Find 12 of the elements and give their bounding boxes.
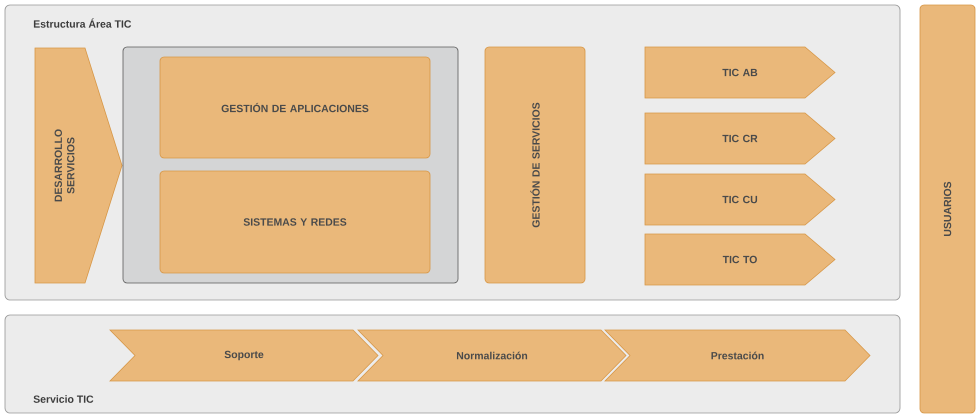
arrow-box: DESARROLLO SERVICIOS xyxy=(34,48,122,284)
arrow-box: TIC CU xyxy=(644,174,836,226)
process-box: GESTIÓN DE APLICACIONES xyxy=(160,56,430,158)
process-box: GESTIÓN DE SERVICIOS xyxy=(484,46,586,284)
process-box: SISTEMAS Y REDES xyxy=(160,170,430,274)
arrow-box: TIC TO xyxy=(644,234,836,286)
chevron-box: Normalización xyxy=(357,330,627,382)
process-box: USUARIOS xyxy=(920,4,976,414)
arrow-box: TIC AB xyxy=(644,46,836,98)
arrow-box: TIC CR xyxy=(644,112,836,164)
chevron-box: Soporte xyxy=(109,330,379,382)
chevron-box: Prestación xyxy=(604,330,871,382)
